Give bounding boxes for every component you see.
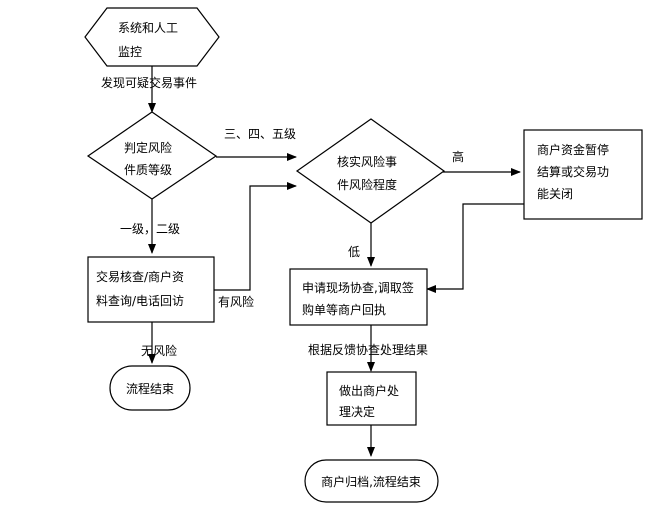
end-right-node bbox=[304, 459, 439, 503]
trade-check-node bbox=[87, 256, 215, 323]
judge-risk-line1: 判定风险 bbox=[124, 140, 172, 155]
start-monitor-line2: 监控 bbox=[118, 45, 142, 59]
edge-label-no-risk: 无风险 bbox=[141, 343, 177, 358]
edge-label-low: 低 bbox=[348, 245, 360, 259]
edge-label-has-risk: 有风险 bbox=[218, 294, 254, 309]
suspend-line2: 结算或交易功 bbox=[537, 164, 609, 179]
edge-label-found-suspicious: 发现可疑交易事件 bbox=[101, 75, 197, 90]
suspend-line3: 能关闭 bbox=[537, 187, 573, 201]
edge-label-level-345: 三、四、五级 bbox=[224, 127, 296, 141]
decide-line2: 理决定 bbox=[339, 404, 375, 419]
suspend-node bbox=[523, 129, 643, 220]
suspend-line1: 商户资金暂停 bbox=[537, 142, 609, 157]
apply-visit-line1: 申请现场协查,调取签 bbox=[302, 280, 414, 295]
edge-suspend-to-apply bbox=[426, 203, 524, 293]
edge-label-high: 高 bbox=[452, 149, 464, 164]
decide-line1: 做出商户处 bbox=[339, 383, 399, 398]
verify-risk-line1: 核实风险事 bbox=[337, 154, 397, 169]
start-monitor-node bbox=[84, 7, 220, 67]
verify-risk-line2: 件风险程度 bbox=[337, 177, 397, 192]
apply-visit-node bbox=[289, 268, 428, 326]
edge-label-by-feedback: 根据反馈协查处理结果 bbox=[308, 342, 428, 357]
trade-check-line1: 交易核查/商户资 bbox=[96, 269, 184, 284]
apply-visit-line2: 购单等商户回执 bbox=[302, 302, 386, 317]
end-left-node bbox=[109, 365, 191, 411]
end-left-label: 流程结束 bbox=[126, 381, 174, 396]
end-right-label: 商户归档,流程结束 bbox=[321, 474, 421, 489]
judge-risk-line2: 件质等级 bbox=[124, 163, 172, 177]
edge-tradecheck-to-verify bbox=[214, 182, 297, 291]
start-monitor-line1: 系统和人工 bbox=[118, 21, 178, 35]
verify-risk-node bbox=[295, 118, 446, 224]
judge-risk-node bbox=[86, 111, 218, 200]
trade-check-line2: 料查询/电话回访 bbox=[96, 294, 184, 308]
edge-label-level-12: 一级，二级 bbox=[120, 222, 180, 236]
decide-node bbox=[326, 371, 417, 426]
